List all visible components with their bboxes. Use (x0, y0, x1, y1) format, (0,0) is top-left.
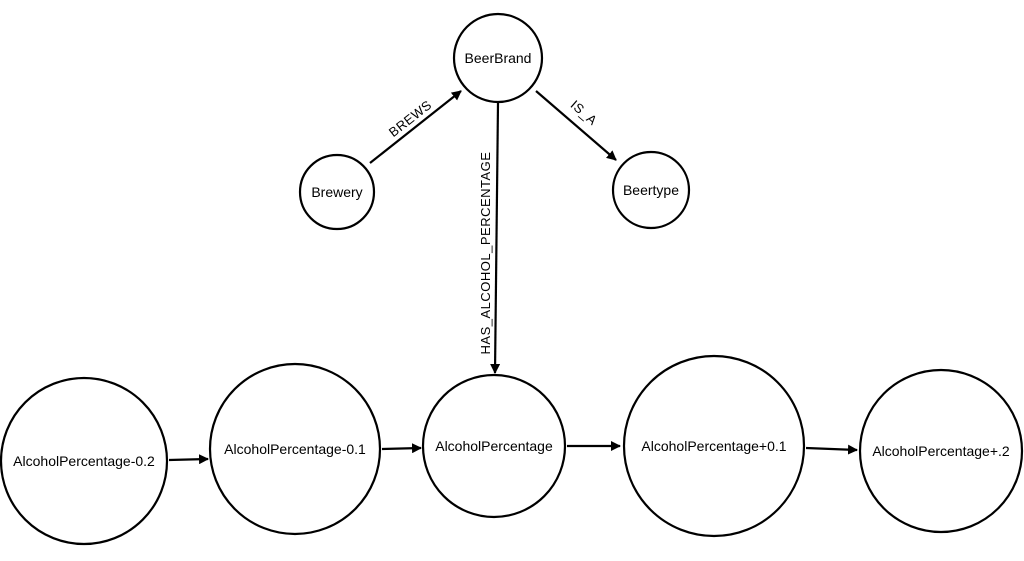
node-alcohol-percentage-plus-0-1[interactable]: AlcoholPercentage+0.1 (622, 354, 806, 538)
node-label-alc-m02: AlcoholPercentage-0.2 (13, 453, 155, 469)
edge-alc-m01-to-alc[interactable] (381, 443, 422, 454)
node-label-beerbrand: BeerBrand (465, 50, 532, 66)
node-alcohol-percentage-plus-0-2[interactable]: AlcoholPercentage+.2 (858, 368, 1024, 534)
nodes: BeerBrand Brewery Beertype AlcoholPercen… (0, 12, 1024, 546)
node-alcohol-percentage[interactable]: AlcoholPercentage (421, 373, 567, 519)
node-label-alc-p2: AlcoholPercentage+.2 (872, 443, 1010, 459)
edge-p01-to-p2[interactable] (805, 444, 858, 455)
node-label-alc-m01: AlcoholPercentage-0.1 (224, 441, 366, 457)
node-label-beertype: Beertype (623, 182, 679, 198)
node-beertype[interactable]: Beertype (611, 150, 691, 230)
node-label-alc-p01: AlcoholPercentage+0.1 (641, 438, 786, 454)
node-brewery[interactable]: Brewery (298, 153, 376, 231)
edge-alc-m02-to-m01[interactable] (168, 454, 209, 465)
edge-label-has-alcohol-percentage: HAS_ALCOHOL_PERCENTAGE (478, 152, 493, 355)
node-label-brewery: Brewery (311, 184, 362, 200)
node-label-alc: AlcoholPercentage (435, 438, 553, 454)
node-alcohol-percentage-minus-0-2[interactable]: AlcoholPercentage-0.2 (0, 376, 169, 546)
edge-is-a[interactable] (535, 90, 617, 161)
node-alcohol-percentage-minus-0-1[interactable]: AlcoholPercentage-0.1 (208, 362, 382, 536)
edge-has-alcohol-percentage[interactable] (490, 102, 501, 374)
node-beerbrand[interactable]: BeerBrand (452, 12, 544, 104)
edge-brews[interactable] (369, 90, 462, 164)
